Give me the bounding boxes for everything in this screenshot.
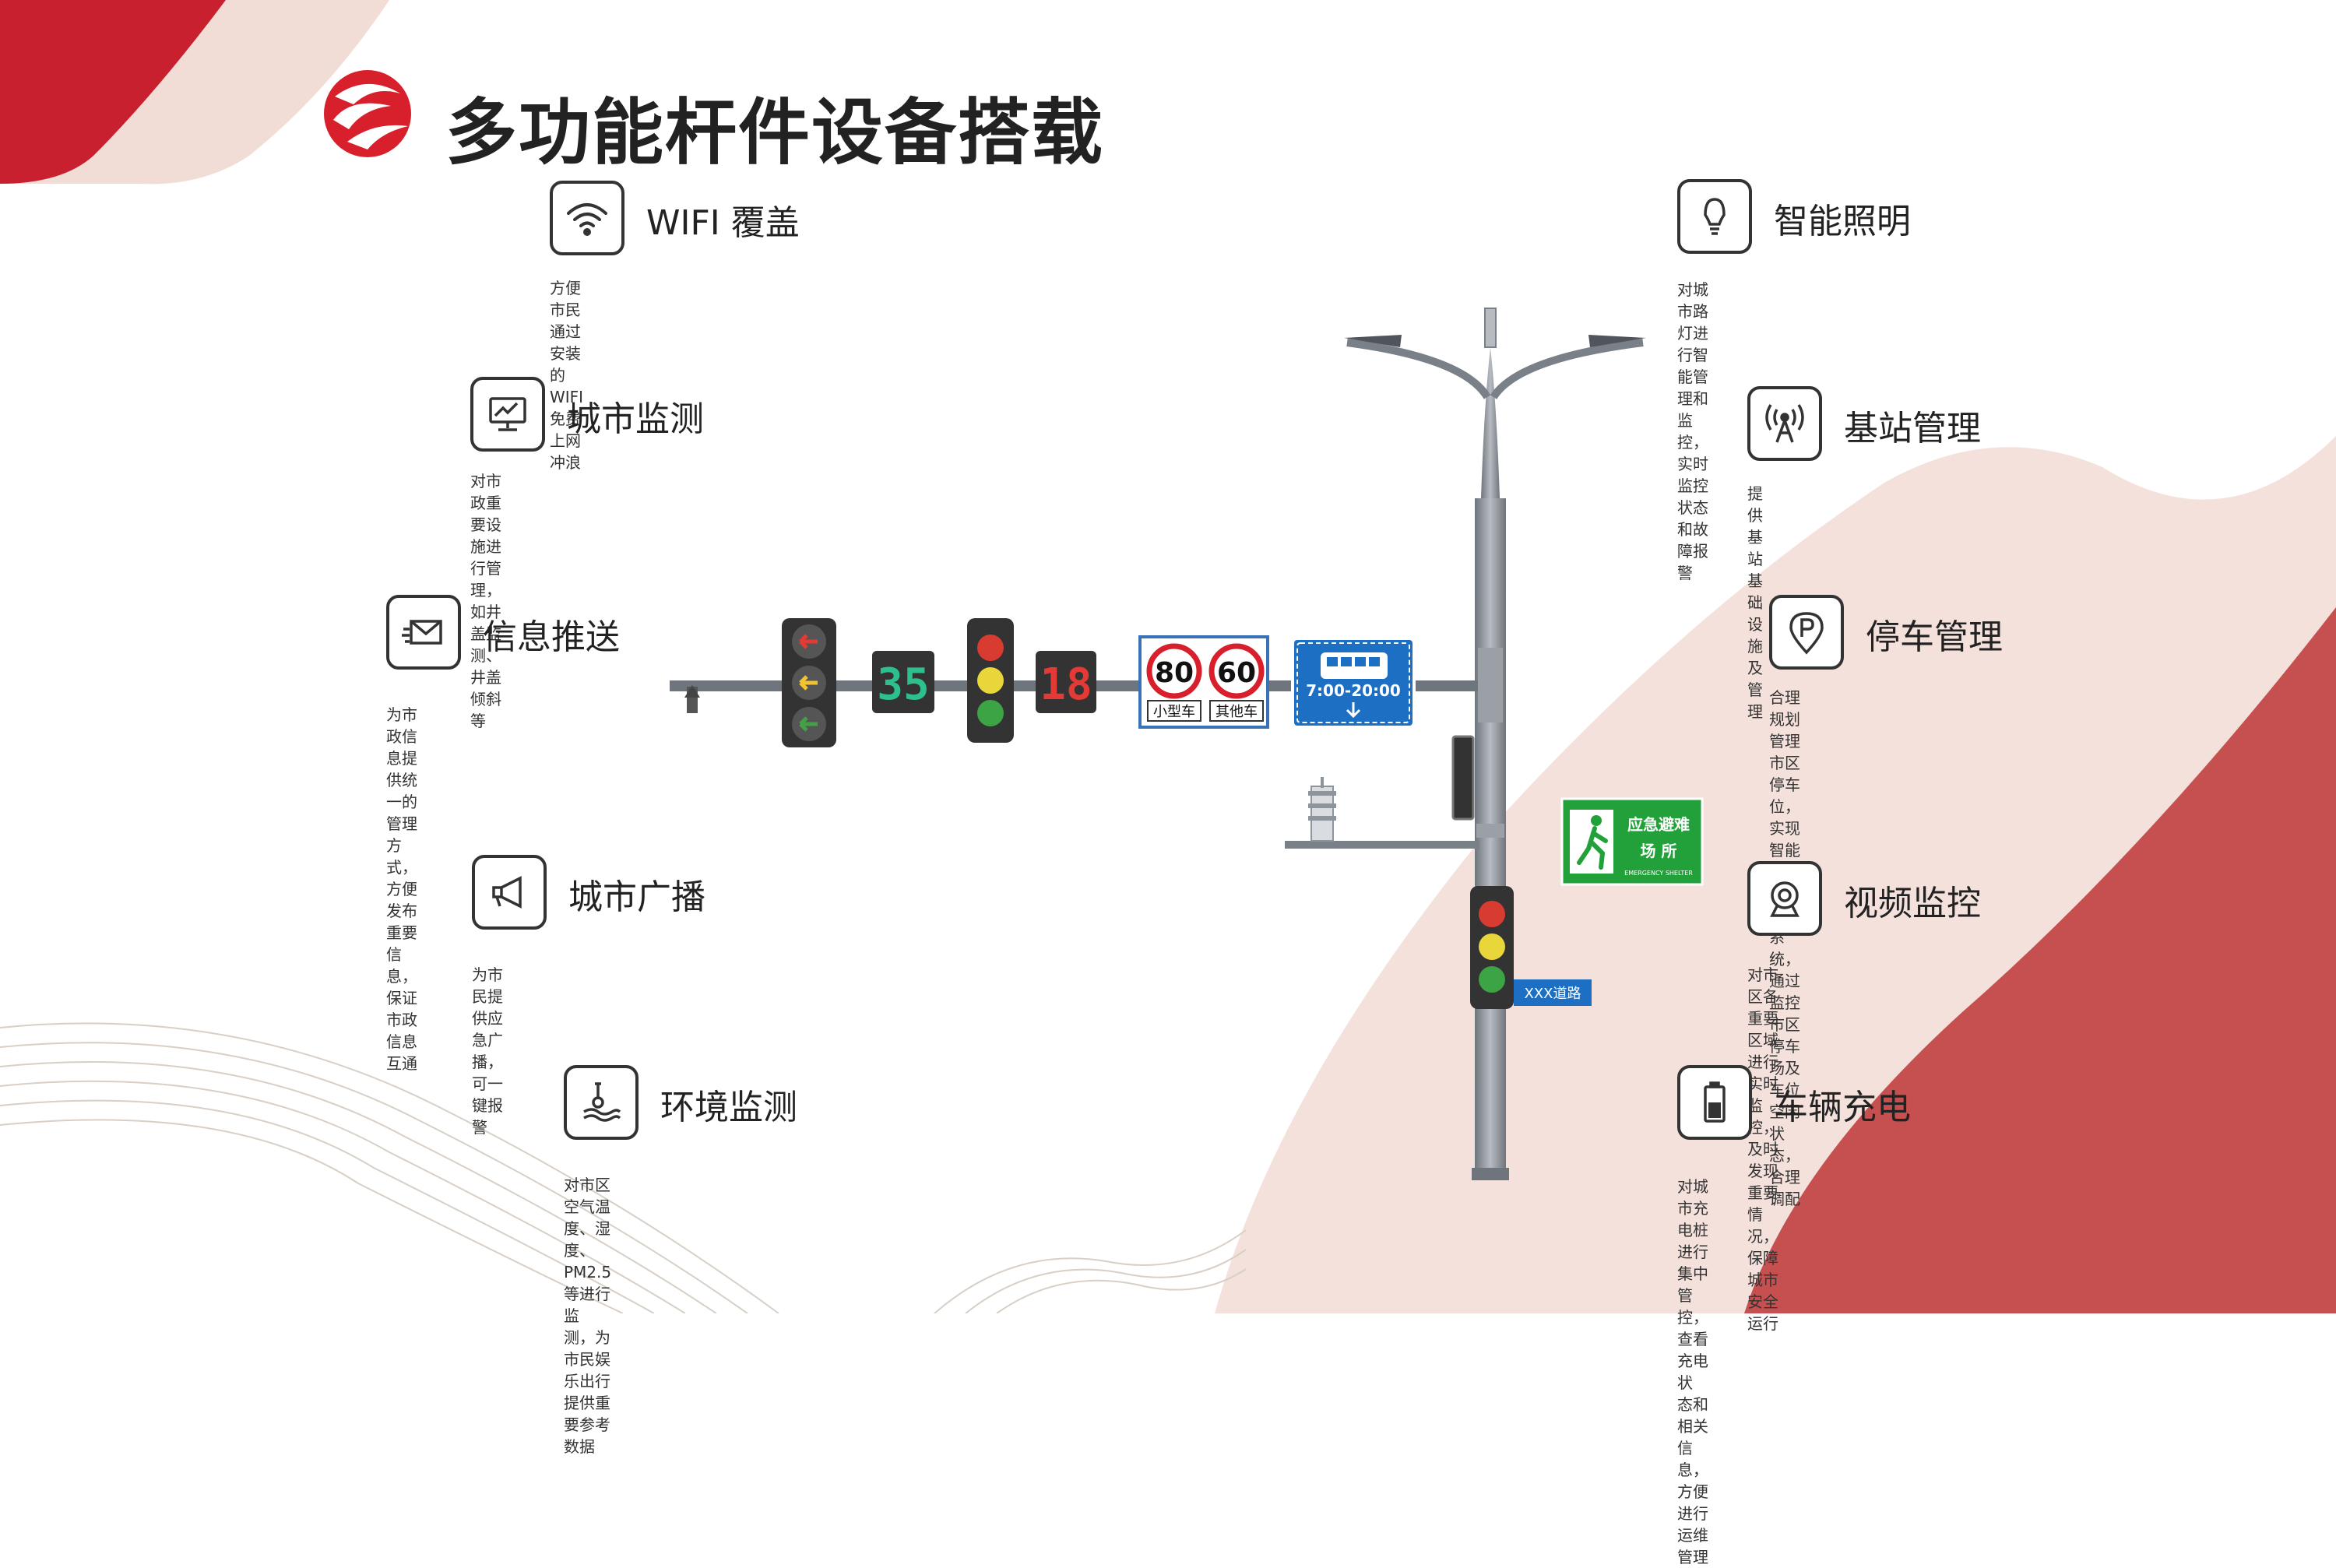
- antenna-icon: [1747, 386, 1822, 461]
- bus-lane-sign: 7:00-20:00: [1291, 637, 1416, 729]
- page-title: 多功能杆件设备搭载: [445, 91, 1105, 174]
- pedestrian-countdown-value: 35: [877, 659, 929, 710]
- lamp-head-left: [1344, 335, 1402, 347]
- pole-joint: [1478, 648, 1503, 722]
- main-pole: [1475, 498, 1506, 1180]
- speed-small-label: 小型车: [1153, 704, 1195, 720]
- feature-title: 城市监测: [567, 399, 704, 439]
- feature-title: 停车管理: [1866, 617, 2003, 657]
- wifi-icon: [550, 181, 624, 255]
- pedestrian-countdown: 35: [872, 651, 934, 713]
- screen-panel: [1451, 735, 1475, 821]
- traffic-light-main: [967, 618, 1014, 743]
- traffic-light-arrows: [782, 618, 836, 747]
- feature-title: 车辆充电: [1774, 1088, 1911, 1127]
- feature-desc: 合理规划管理市区停车位，实现智能化 停车管理系统，通过监控市区停车场及 车位空闲…: [1769, 688, 1800, 1208]
- feature-desc: 方便市民通过安装的WIFI免费上网冲浪: [550, 279, 584, 472]
- lamp-arm-right: [1490, 339, 1644, 399]
- lightbulb-icon: [1677, 179, 1752, 254]
- pole-base: [1472, 1168, 1509, 1180]
- feature-title: 城市广播: [568, 877, 705, 917]
- traffic-light-pole: [1470, 886, 1514, 1009]
- shelter-label-2: 场 所: [1641, 842, 1677, 860]
- lamp-arms: [1481, 347, 1500, 498]
- environment-sensor-icon: [564, 1065, 639, 1140]
- shelter-label-en: EMERGENCY SHELTER: [1624, 870, 1693, 877]
- speed-other-value: 60: [1217, 657, 1256, 689]
- top-left-red-shape: [0, 0, 226, 184]
- speed-small-value: 80: [1155, 657, 1194, 689]
- shelter-label-1: 应急避难: [1627, 815, 1690, 834]
- feature-desc: 为市民提供应急广播，可一键报警: [472, 965, 503, 1137]
- camera-icon: [1747, 861, 1822, 936]
- weather-sensor: [1308, 777, 1336, 842]
- wave-lines-mid: [934, 1229, 1247, 1313]
- feature-title: WIFI 覆盖: [646, 203, 800, 243]
- vehicle-countdown-value: 18: [1040, 659, 1092, 710]
- feature-title: 环境监测: [660, 1088, 797, 1127]
- feature-title: 视频监控: [1844, 884, 1981, 923]
- feature-desc: 提供基站基础设施及管理: [1747, 484, 1763, 721]
- wave-lines-left: [0, 1022, 779, 1313]
- megaphone-icon: [472, 855, 547, 930]
- lamp-head-right: [1588, 335, 1646, 347]
- speed-limit-sign: 80 60 小型车 其他车: [1138, 635, 1269, 729]
- emergency-shelter-sign: 应急避难 场 所 EMERGENCY SHELTER: [1560, 797, 1704, 886]
- pole-top-sensor: [1484, 308, 1497, 348]
- lower-cross-arm: [1285, 841, 1479, 849]
- road-name-sign: XXX道路: [1514, 979, 1592, 1006]
- bus-lane-hours: 7:00-20:00: [1306, 681, 1401, 700]
- vehicle-countdown: 18: [1036, 651, 1096, 713]
- brand-logo: [324, 70, 411, 157]
- feature-desc: 对市政重要设施进行管理，如井盖监测、 井盖倾斜等: [470, 472, 501, 730]
- parking-pin-icon: [1769, 595, 1844, 670]
- battery-icon: [1677, 1065, 1752, 1140]
- monitor-icon: [470, 377, 545, 452]
- feature-title: 基站管理: [1844, 409, 1981, 448]
- feature-desc: 为市政信息提供统一的管理方式， 方便发布重要信息，保证市政信息互通: [386, 705, 417, 1073]
- smart-pole-illustration: 35 18 80 60 小型车 其他车 7:00-20:00 应急避难 场: [670, 308, 1704, 1180]
- envelope-icon: [386, 595, 461, 670]
- bottom-right-red-shape: [1744, 607, 2336, 1313]
- feature-desc: 对城市路灯进行智能管理和监控， 实时监控状态和故障报警: [1677, 280, 1708, 582]
- speed-other-label: 其他车: [1215, 704, 1258, 720]
- feature-title: 信息推送: [483, 617, 620, 657]
- lamp-arm-left: [1346, 339, 1491, 399]
- feature-title: 智能照明: [1774, 202, 1911, 241]
- road-name: XXX道路: [1525, 986, 1581, 1002]
